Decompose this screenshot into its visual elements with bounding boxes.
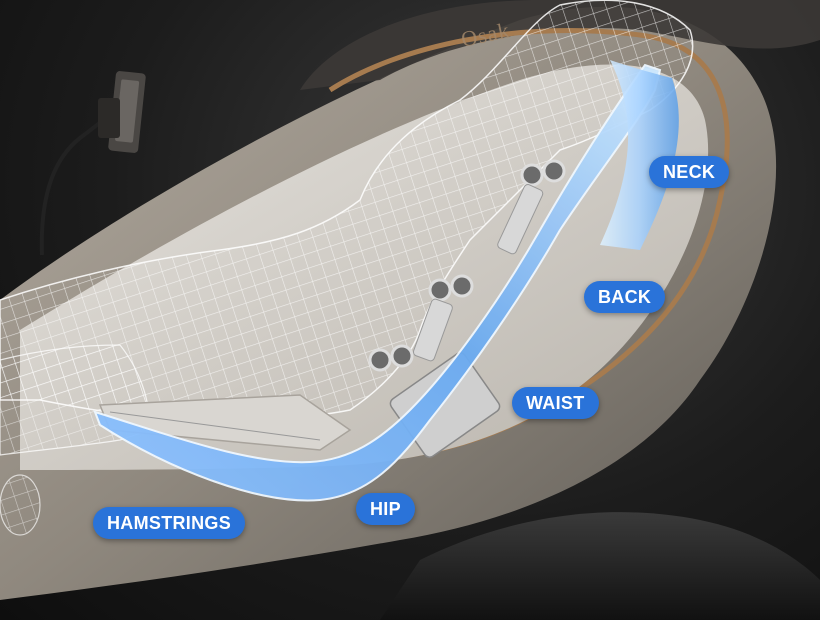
zone-label-back: BACK bbox=[584, 281, 666, 313]
massage-track bbox=[93, 60, 679, 502]
zone-label-waist: WAIST bbox=[512, 387, 599, 419]
zone-label-neck: NECK bbox=[649, 156, 730, 188]
zone-label-hamstrings: HAMSTRINGS bbox=[93, 507, 245, 539]
chair-base bbox=[380, 512, 820, 620]
zone-label-hip: HIP bbox=[356, 493, 415, 525]
remote-control-icon bbox=[39, 71, 146, 256]
